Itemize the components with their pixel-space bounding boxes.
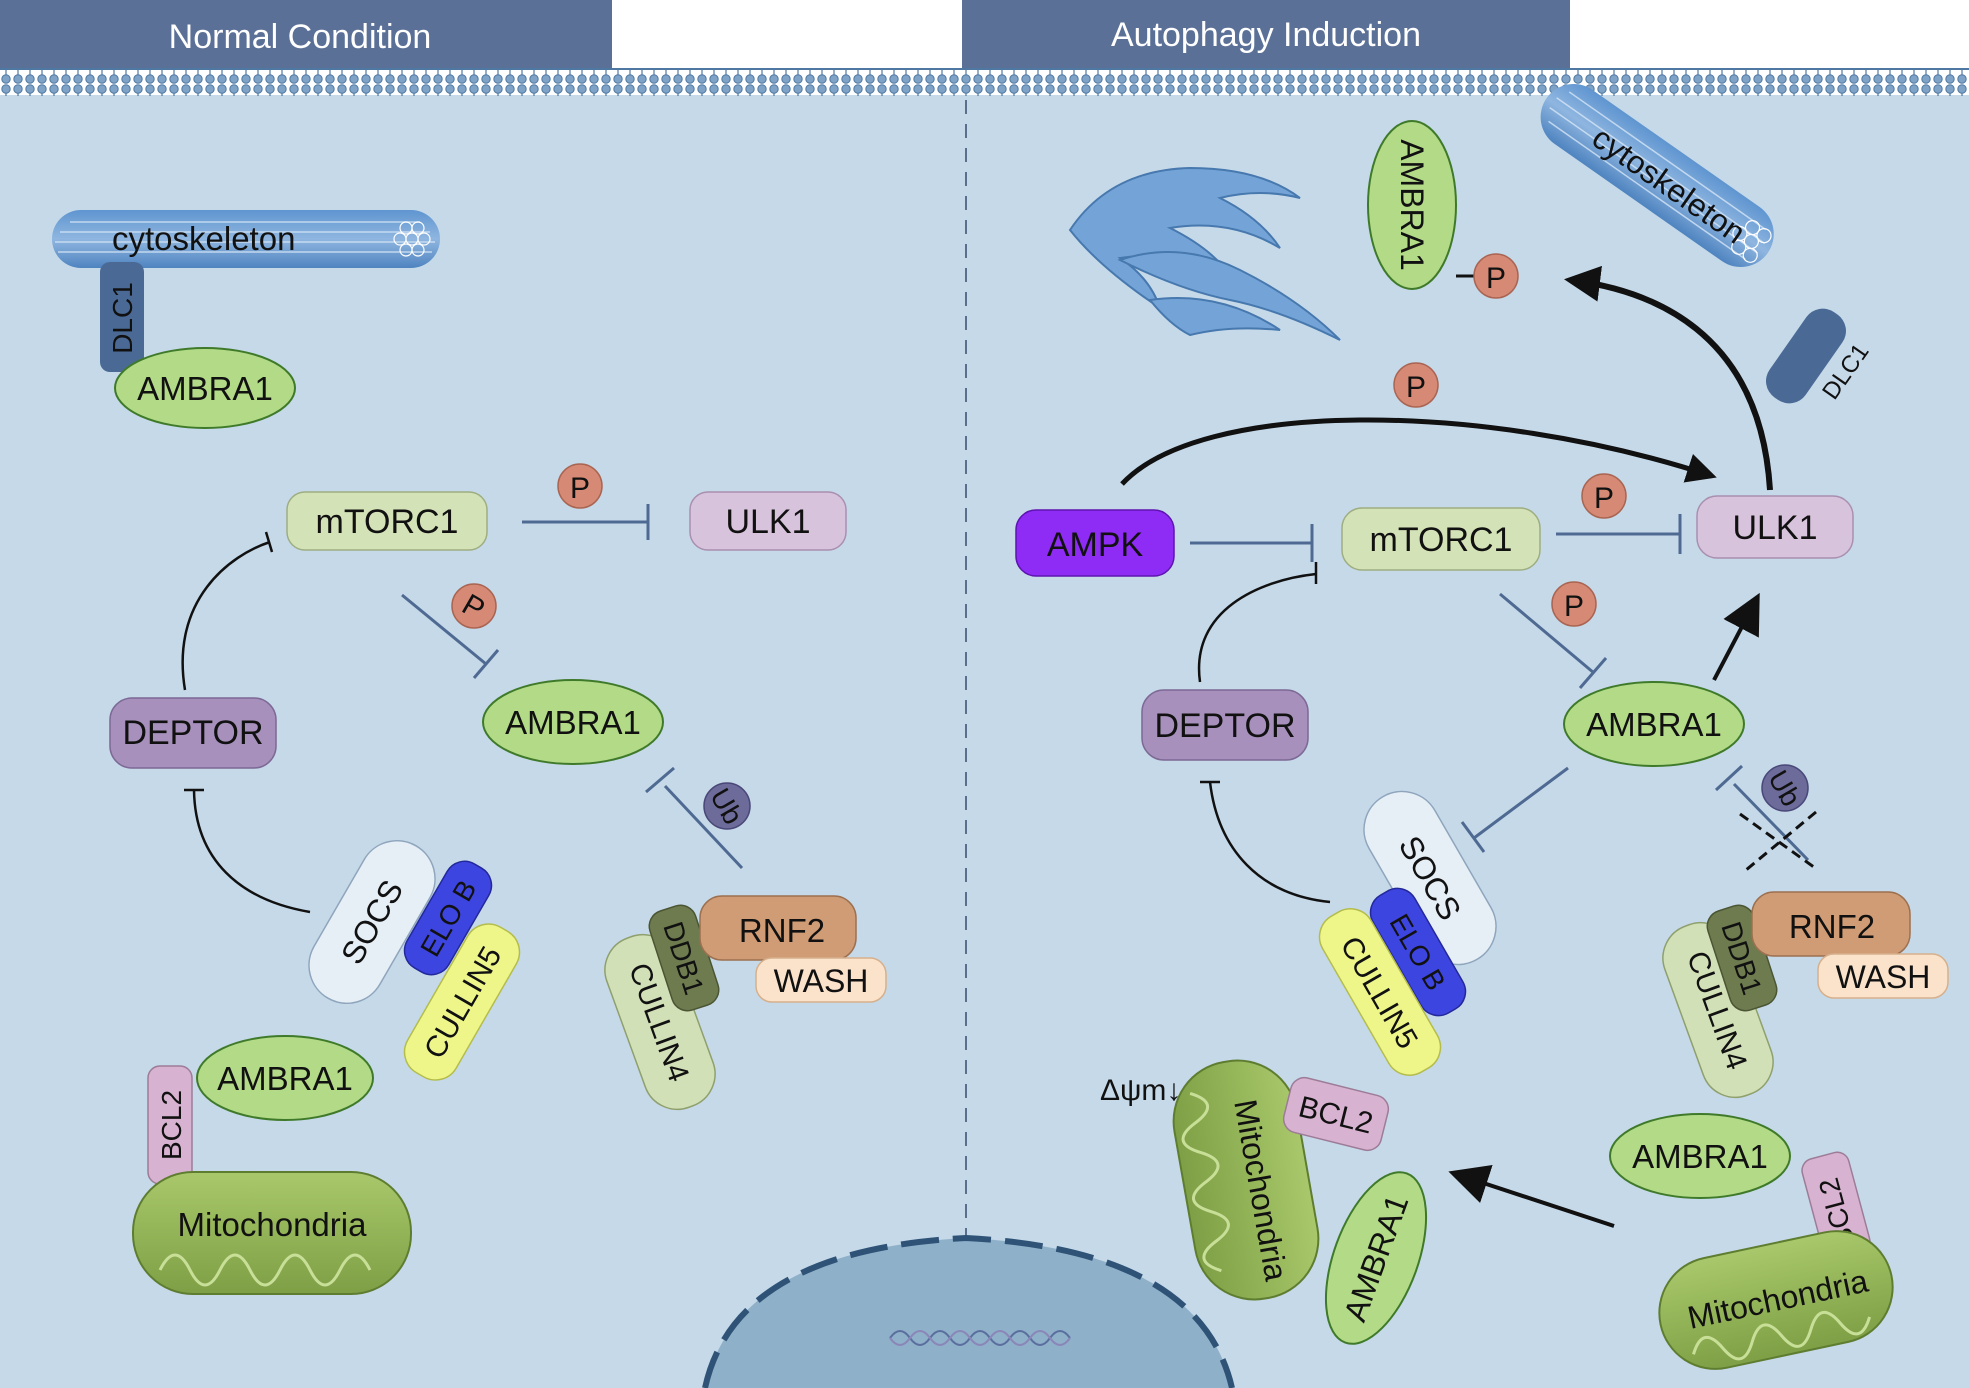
left-ambra1-mito-label: AMBRA1 bbox=[217, 1060, 353, 1097]
right-wash-label: WASH bbox=[1836, 959, 1931, 995]
left-mitochondria bbox=[132, 1171, 412, 1295]
left-ulk1 bbox=[689, 491, 847, 551]
left-phospho-1 bbox=[557, 463, 603, 509]
membrane-top-edge bbox=[0, 68, 1969, 70]
left-wash-label: WASH bbox=[774, 963, 869, 999]
right-mitochondria-damaged bbox=[1172, 1059, 1320, 1301]
right-header-title: Autophagy Induction bbox=[1111, 16, 1421, 54]
right-membrane-potential-drop: Δψm↓ bbox=[1100, 1074, 1181, 1107]
left-rnf2-label: RNF2 bbox=[739, 912, 825, 949]
right-cytoskeleton bbox=[1540, 84, 1774, 268]
right-ambra1-inhibit-socs-bar bbox=[1460, 821, 1486, 853]
right-ulk1 bbox=[1696, 495, 1854, 559]
right-phospho-er bbox=[1473, 253, 1519, 299]
left-socs bbox=[308, 839, 436, 1005]
right-rnf2-label: RNF2 bbox=[1789, 908, 1875, 945]
left-ub-inhibit-bar bbox=[645, 766, 675, 794]
right-ambra1-center-label: AMBRA1 bbox=[1586, 706, 1722, 743]
right-ampk-label: AMPK bbox=[1047, 526, 1144, 564]
cell-membrane bbox=[0, 68, 1969, 96]
left-phospho-1-label: P bbox=[570, 472, 590, 505]
left-dlc1-label: DLC1 bbox=[107, 282, 138, 354]
right-deptor-inhibit-mtorc1 bbox=[1197, 572, 1317, 683]
right-ub-inhibit-ambra1 bbox=[1732, 782, 1810, 862]
left-mtorc1-label: mTORC1 bbox=[316, 503, 459, 541]
left-inhibit-mtorc1-ambra1-bar bbox=[472, 649, 500, 679]
left-mtorc1 bbox=[286, 491, 488, 551]
right-mtorc1-inhibit-ambra1 bbox=[1499, 592, 1595, 675]
right-ulk1-to-er-arrow bbox=[1564, 265, 1773, 491]
left-deptor-inhibit-bar bbox=[264, 531, 274, 553]
right-cullin5 bbox=[1318, 908, 1442, 1076]
right-ambra1-inhibit-socs bbox=[1473, 766, 1569, 840]
left-deptor-label: DEPTOR bbox=[122, 714, 263, 752]
left-deptor-inhibit-mtorc1 bbox=[181, 540, 271, 691]
right-ampk-to-ulk1-arrow bbox=[1120, 417, 1717, 486]
right-phospho-top-label: P bbox=[1406, 371, 1426, 404]
right-translocation-arrow bbox=[1448, 1165, 1615, 1228]
dna-icon-strand2 bbox=[889, 1330, 1071, 1346]
right-block-cross-1 bbox=[1739, 812, 1819, 872]
right-bcl2-damaged bbox=[1282, 1076, 1390, 1152]
right-phospho-top bbox=[1393, 362, 1439, 408]
dna-icon bbox=[889, 1330, 1071, 1346]
right-phospho-ambra-label: P bbox=[1564, 590, 1584, 623]
left-ambra1-center-label: AMBRA1 bbox=[505, 704, 641, 741]
left-bcl2-label: BCL2 bbox=[156, 1090, 187, 1160]
right-socs-inhibit-deptor bbox=[1208, 781, 1331, 904]
left-ubiquitin bbox=[703, 782, 751, 830]
left-ambra1-center bbox=[482, 679, 664, 765]
left-wash bbox=[755, 957, 887, 1003]
right-deptor bbox=[1141, 689, 1309, 761]
nucleus bbox=[705, 1238, 1232, 1388]
endoplasmic-reticulum bbox=[1068, 166, 1341, 341]
nuclear-envelope bbox=[702, 1234, 1235, 1388]
right-ambra1-er-label: AMBRA1 bbox=[1394, 139, 1430, 271]
right-ambra1-damaged bbox=[1324, 1171, 1428, 1345]
left-cullin5 bbox=[403, 923, 521, 1081]
left-cytoskeleton bbox=[52, 210, 440, 268]
right-mitochondria bbox=[1658, 1230, 1894, 1370]
left-ambra1-cytoskeleton-label: AMBRA1 bbox=[137, 370, 273, 407]
right-ambra1-center bbox=[1563, 681, 1745, 767]
left-ub-inhibit-ambra1 bbox=[663, 784, 744, 870]
right-ubiquitin bbox=[1761, 764, 1809, 812]
right-deptor-label: DEPTOR bbox=[1154, 707, 1295, 745]
left-elob bbox=[403, 860, 493, 976]
left-socs-inhibit-deptor bbox=[192, 789, 311, 914]
left-header-bar bbox=[0, 0, 612, 68]
left-ambra1-cytoskeleton bbox=[114, 347, 296, 429]
right-phospho-ulk bbox=[1581, 473, 1627, 519]
left-ambra1-mito bbox=[196, 1035, 374, 1121]
right-ambra1-activate-ulk1 bbox=[1712, 592, 1760, 681]
right-elob bbox=[1369, 887, 1467, 1017]
left-ulk1-label: ULK1 bbox=[725, 503, 810, 541]
right-ampk bbox=[1015, 509, 1175, 577]
right-ambra1-mito bbox=[1609, 1113, 1791, 1199]
right-ulk1-label: ULK1 bbox=[1732, 509, 1817, 547]
right-phospho-ulk-label: P bbox=[1594, 482, 1614, 515]
right-ambra1-mito-label: AMBRA1 bbox=[1632, 1138, 1768, 1175]
right-mtorc1 bbox=[1341, 507, 1541, 571]
right-ub-inhibit-bar bbox=[1714, 764, 1744, 792]
left-header-title: Normal Condition bbox=[169, 18, 432, 56]
left-inhibit-mtorc1-ambra1 bbox=[401, 593, 487, 666]
right-wash bbox=[1817, 953, 1949, 999]
right-phospho-er-label: P bbox=[1486, 262, 1506, 295]
right-header-bar bbox=[962, 0, 1570, 68]
right-phospho-ambra bbox=[1551, 581, 1597, 627]
right-dlc1 bbox=[1766, 308, 1846, 404]
left-mitochondria-label: Mitochondria bbox=[178, 1206, 368, 1243]
left-dlc1 bbox=[100, 262, 144, 372]
right-ambra1-er bbox=[1367, 120, 1457, 290]
left-cytoskeleton-label: cytoskeleton bbox=[112, 220, 295, 257]
left-deptor bbox=[109, 697, 277, 769]
right-mtorc1-label: mTORC1 bbox=[1370, 521, 1513, 559]
right-mtorc1-inhibit-ambra1-bar bbox=[1578, 657, 1608, 689]
left-phospho-2 bbox=[451, 583, 497, 629]
